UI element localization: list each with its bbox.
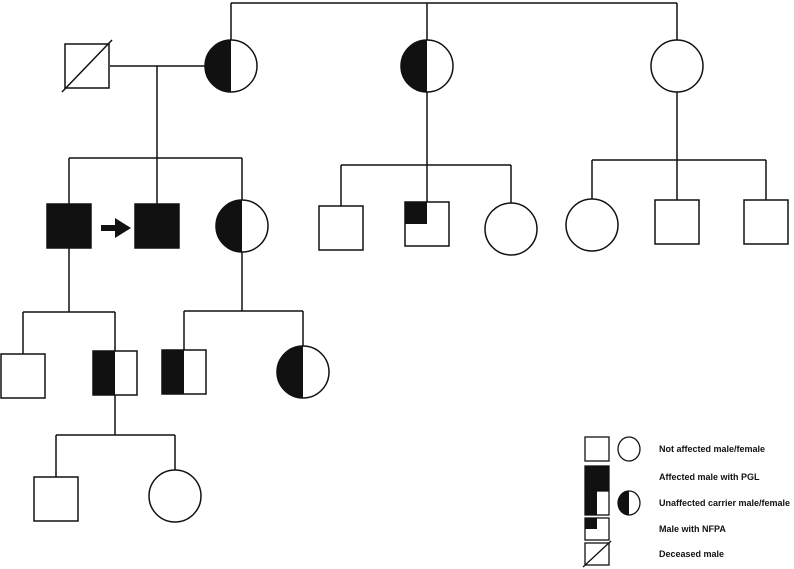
affected-male-pgl-gen2-a [46, 203, 92, 249]
carrier-female-gen2 [215, 199, 269, 253]
unaffected-female-gen4 [148, 469, 202, 523]
gen3-left-sibship-line [22, 311, 116, 354]
legend-carrier-square-icon [584, 490, 610, 516]
proband-arrow-icon [101, 218, 131, 238]
relationship-lines [22, 2, 767, 477]
deceased-male-gen1 [61, 39, 113, 93]
unaffected-male-gen2-c [654, 199, 700, 245]
legend-carrier-label: Unaffected carrier male/female [659, 498, 790, 508]
carrier-female-gen3 [276, 345, 330, 399]
legend-carrier-circle-icon [617, 490, 641, 516]
legend-nfpa-label: Male with NFPA [659, 524, 726, 534]
unaffected-male-gen4 [33, 476, 79, 522]
unaffected-female-gen1 [650, 39, 704, 93]
gen2-right-sibship-line [591, 159, 767, 200]
legend-female-circle-icon [617, 436, 641, 462]
affected-male-pgl-gen2-proband [134, 203, 180, 249]
gen2-middle-sibship-line [340, 164, 512, 207]
unaffected-male-gen3-a [0, 353, 46, 399]
carrier-male-gen3-b [161, 349, 207, 395]
legend-affected-square-icon [584, 465, 610, 491]
unaffected-female-gen2-c [565, 198, 619, 252]
carrier-female-gen1-a [204, 39, 258, 93]
gen4-sibship-line [55, 434, 176, 477]
legend-nfpa-square-icon [584, 517, 610, 541]
gen1-sibship-line [230, 2, 678, 40]
unaffected-male-gen2-d [743, 199, 789, 245]
legend: Not affected male/female Affected male w… [582, 436, 790, 568]
legend-not-affected-label: Not affected male/female [659, 444, 765, 454]
carrier-female-gen1-b [400, 39, 454, 93]
legend-deceased-label: Deceased male [659, 549, 724, 559]
gen3-mid-sibship-line [183, 310, 304, 350]
nfpa-male-gen2 [404, 201, 450, 247]
unaffected-male-gen2-b [318, 205, 364, 251]
legend-deceased-square-icon [582, 540, 612, 568]
legend-affected-label: Affected male with PGL [659, 472, 760, 482]
carrier-male-gen3-a [92, 350, 138, 396]
gen2-left-sibship-line [68, 157, 243, 204]
legend-male-square-icon [584, 436, 610, 462]
unaffected-female-gen2-b [484, 202, 538, 256]
